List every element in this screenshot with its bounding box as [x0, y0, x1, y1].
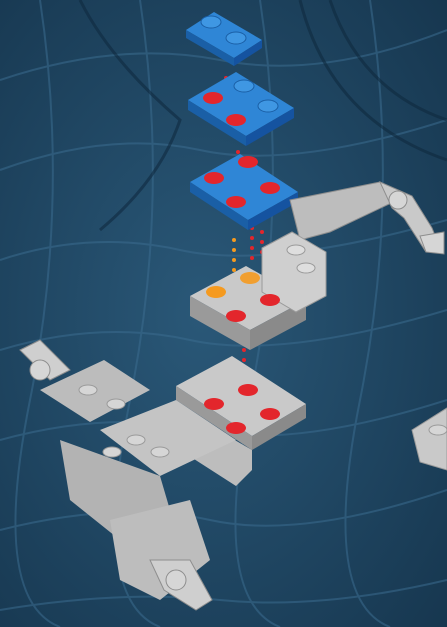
- lego-assembly-illustration: [0, 0, 447, 627]
